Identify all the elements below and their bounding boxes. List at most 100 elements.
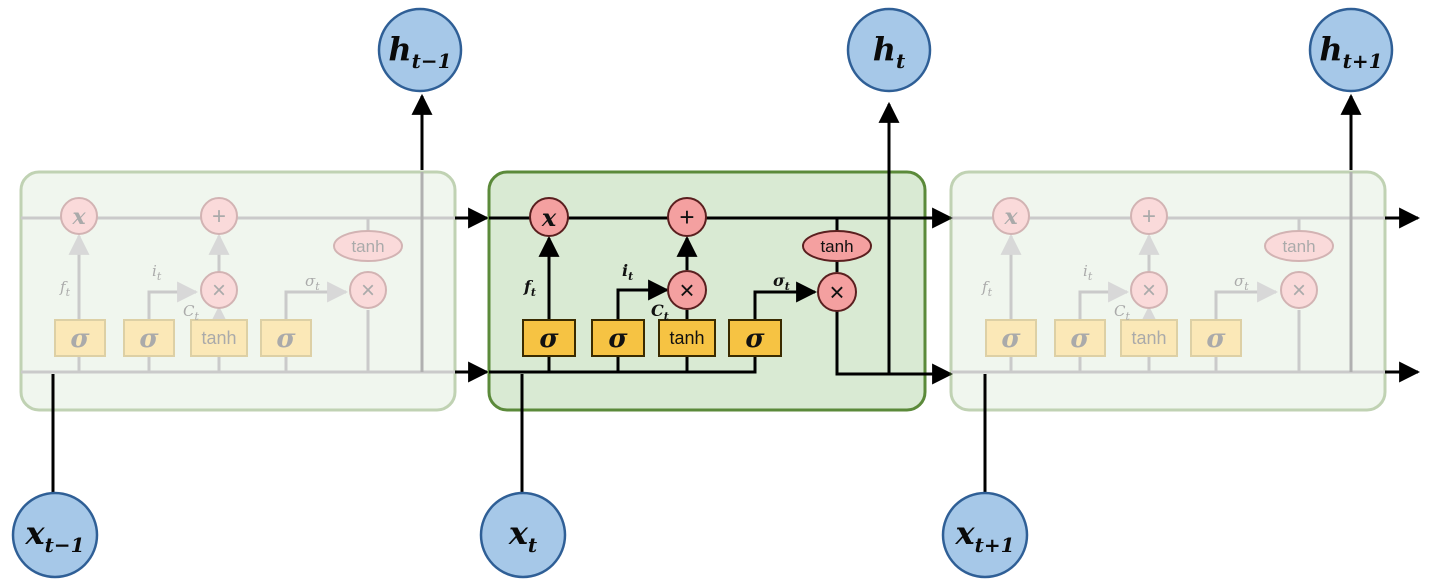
o-sub: t bbox=[785, 280, 790, 293]
output-gate-box bbox=[1190, 319, 1242, 357]
input-gate-label: σ bbox=[1070, 324, 1090, 354]
o-sub: t bbox=[315, 280, 320, 293]
f-label: f bbox=[981, 278, 990, 296]
f-label: f bbox=[59, 278, 68, 296]
add-op-label: + bbox=[1142, 203, 1156, 230]
add-op-label: + bbox=[679, 202, 694, 232]
i-sub: t bbox=[628, 270, 633, 283]
forget-gate-box bbox=[985, 319, 1037, 357]
f-sub: t bbox=[531, 286, 536, 299]
output-gate-label: σ bbox=[1206, 324, 1226, 354]
svg-text:σt: σt bbox=[1234, 272, 1249, 293]
c-label: C bbox=[1114, 302, 1126, 320]
output-node-prev: ht−1 bbox=[377, 7, 463, 93]
forget-multiply-label: x bbox=[71, 204, 86, 230]
lstm-cell-current: σ σ tanh σ x + × tanh × ft it Ct σt bbox=[487, 101, 954, 412]
svg-text:it: it bbox=[622, 261, 633, 283]
input-node-base: x bbox=[25, 514, 46, 552]
add-op bbox=[200, 197, 238, 235]
svg-text:xt+1: xt+1 bbox=[955, 514, 1015, 557]
input-multiply-op bbox=[200, 271, 238, 309]
input-multiply-op bbox=[667, 270, 707, 310]
output-multiply-label: × bbox=[361, 277, 375, 304]
input-gate-box bbox=[1054, 319, 1106, 357]
svg-text:ft: ft bbox=[981, 278, 993, 299]
forget-gate-label: σ bbox=[539, 324, 559, 354]
input-node-current: xt bbox=[479, 491, 567, 579]
tanh-gate-box bbox=[658, 319, 716, 357]
svg-text:it: it bbox=[1083, 262, 1093, 283]
output-node-next: ht+1 bbox=[1308, 7, 1394, 93]
cell-box bbox=[949, 170, 1387, 412]
tanh-gate-box bbox=[1120, 319, 1178, 357]
input-node-sub: t bbox=[528, 533, 538, 557]
svg-text:xt−1: xt−1 bbox=[25, 514, 85, 557]
tanh-op bbox=[1264, 230, 1334, 262]
svg-text:ht−1: ht−1 bbox=[388, 30, 451, 73]
output-multiply-op bbox=[817, 272, 857, 312]
add-op bbox=[667, 197, 707, 237]
output-multiply-label: × bbox=[1292, 277, 1306, 304]
input-multiply-label: × bbox=[1142, 277, 1156, 304]
f-sub: t bbox=[988, 286, 993, 299]
forget-multiply-op bbox=[992, 197, 1030, 235]
o-label: σ bbox=[773, 271, 785, 290]
svg-text:ft: ft bbox=[523, 277, 536, 299]
cell-box bbox=[19, 170, 457, 412]
svg-text:ht+1: ht+1 bbox=[1319, 30, 1382, 73]
output-gate-label: σ bbox=[745, 324, 765, 354]
i-sub: t bbox=[157, 270, 162, 283]
add-op bbox=[1130, 197, 1168, 235]
tanh-gate-label: tanh bbox=[669, 328, 704, 348]
forget-multiply-label: x bbox=[541, 203, 557, 232]
forget-multiply-op bbox=[529, 197, 569, 237]
i-label: i bbox=[622, 261, 628, 280]
output-multiply-op bbox=[1280, 271, 1318, 309]
tanh-op bbox=[333, 230, 403, 262]
c-label: C bbox=[183, 302, 195, 320]
output-node-base: h bbox=[388, 30, 411, 68]
tanh-gate-label: tanh bbox=[1131, 328, 1166, 348]
output-node-current: ht bbox=[846, 7, 932, 93]
input-node-sub: t+1 bbox=[975, 533, 1015, 557]
forget-multiply-label: x bbox=[1003, 204, 1018, 230]
input-multiply-label: × bbox=[212, 277, 226, 304]
input-node-base: x bbox=[955, 514, 976, 552]
svg-text:it: it bbox=[152, 262, 162, 283]
output-multiply-op bbox=[349, 271, 387, 309]
output-node-base: h bbox=[1319, 30, 1342, 68]
input-gate-label: σ bbox=[139, 324, 159, 354]
input-node-sub: t−1 bbox=[45, 533, 85, 557]
svg-text:Ct: Ct bbox=[1114, 302, 1130, 323]
input-node-base: x bbox=[508, 514, 529, 552]
forget-gate-box bbox=[54, 319, 106, 357]
c-label: C bbox=[651, 301, 664, 320]
forget-multiply-op bbox=[60, 197, 98, 235]
tanh-op-label: tanh bbox=[351, 237, 384, 256]
forget-gate-box bbox=[522, 319, 576, 357]
c-sub: t bbox=[1125, 310, 1130, 323]
f-label: f bbox=[523, 277, 534, 296]
svg-text:xt: xt bbox=[508, 514, 538, 557]
tanh-op-label: tanh bbox=[820, 237, 853, 256]
input-node-prev: xt−1 bbox=[11, 491, 99, 579]
output-gate-box bbox=[260, 319, 312, 357]
output-node-base: h bbox=[873, 30, 896, 68]
svg-text:σt: σt bbox=[773, 271, 790, 293]
lstm-cell-next: σ σ tanh σ x + × tanh × ft it Ct σt bbox=[949, 170, 1387, 412]
svg-text:Ct: Ct bbox=[651, 301, 669, 323]
lstm-cell-prev: σ σ tanh σ x + × tanh × ft it Ct σt bbox=[19, 170, 457, 412]
svg-text:ht: ht bbox=[873, 30, 906, 73]
output-node-sub: t−1 bbox=[412, 49, 452, 73]
f-sub: t bbox=[66, 286, 71, 299]
input-node-next: xt+1 bbox=[941, 491, 1029, 579]
output-gate-label: σ bbox=[276, 324, 296, 354]
tanh-op bbox=[802, 230, 872, 262]
input-gate-label: σ bbox=[608, 324, 628, 354]
i-label: i bbox=[152, 262, 157, 280]
tanh-gate-box bbox=[190, 319, 248, 357]
output-node-sub: t+1 bbox=[1343, 49, 1383, 73]
input-gate-box bbox=[591, 319, 645, 357]
input-multiply-op bbox=[1130, 271, 1168, 309]
tanh-gate-label: tanh bbox=[201, 328, 236, 348]
